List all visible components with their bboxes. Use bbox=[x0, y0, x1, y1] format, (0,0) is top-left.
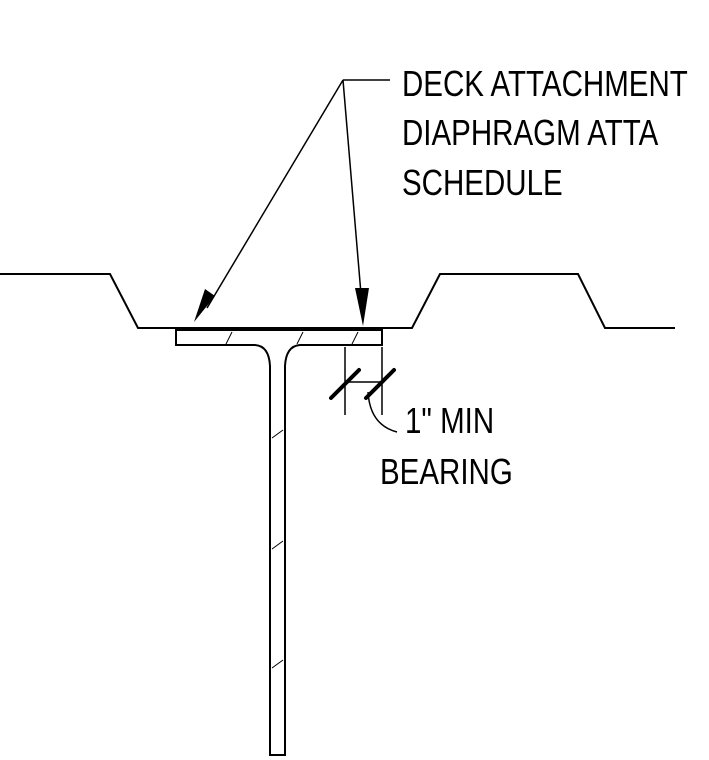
metal-deck-profile bbox=[0, 273, 675, 329]
section-hatch bbox=[225, 331, 359, 669]
callout-leader bbox=[206, 79, 390, 309]
callout-line-3: SCHEDULE bbox=[402, 162, 563, 202]
bearing-note-line-2: BEARING bbox=[380, 451, 513, 491]
dimension-tick-marks bbox=[329, 368, 396, 400]
steel-tee-section bbox=[175, 329, 383, 756]
bearing-note-line-1: 1" MIN bbox=[405, 400, 494, 440]
callout-line-2: DIAPHRAGM ATTA bbox=[402, 112, 658, 152]
callout-line-1: DECK ATTACHMENT bbox=[402, 63, 688, 103]
bearing-leader bbox=[367, 391, 398, 433]
leader-arrowhead-right bbox=[355, 288, 369, 326]
leader-arrowhead-left bbox=[194, 289, 215, 322]
